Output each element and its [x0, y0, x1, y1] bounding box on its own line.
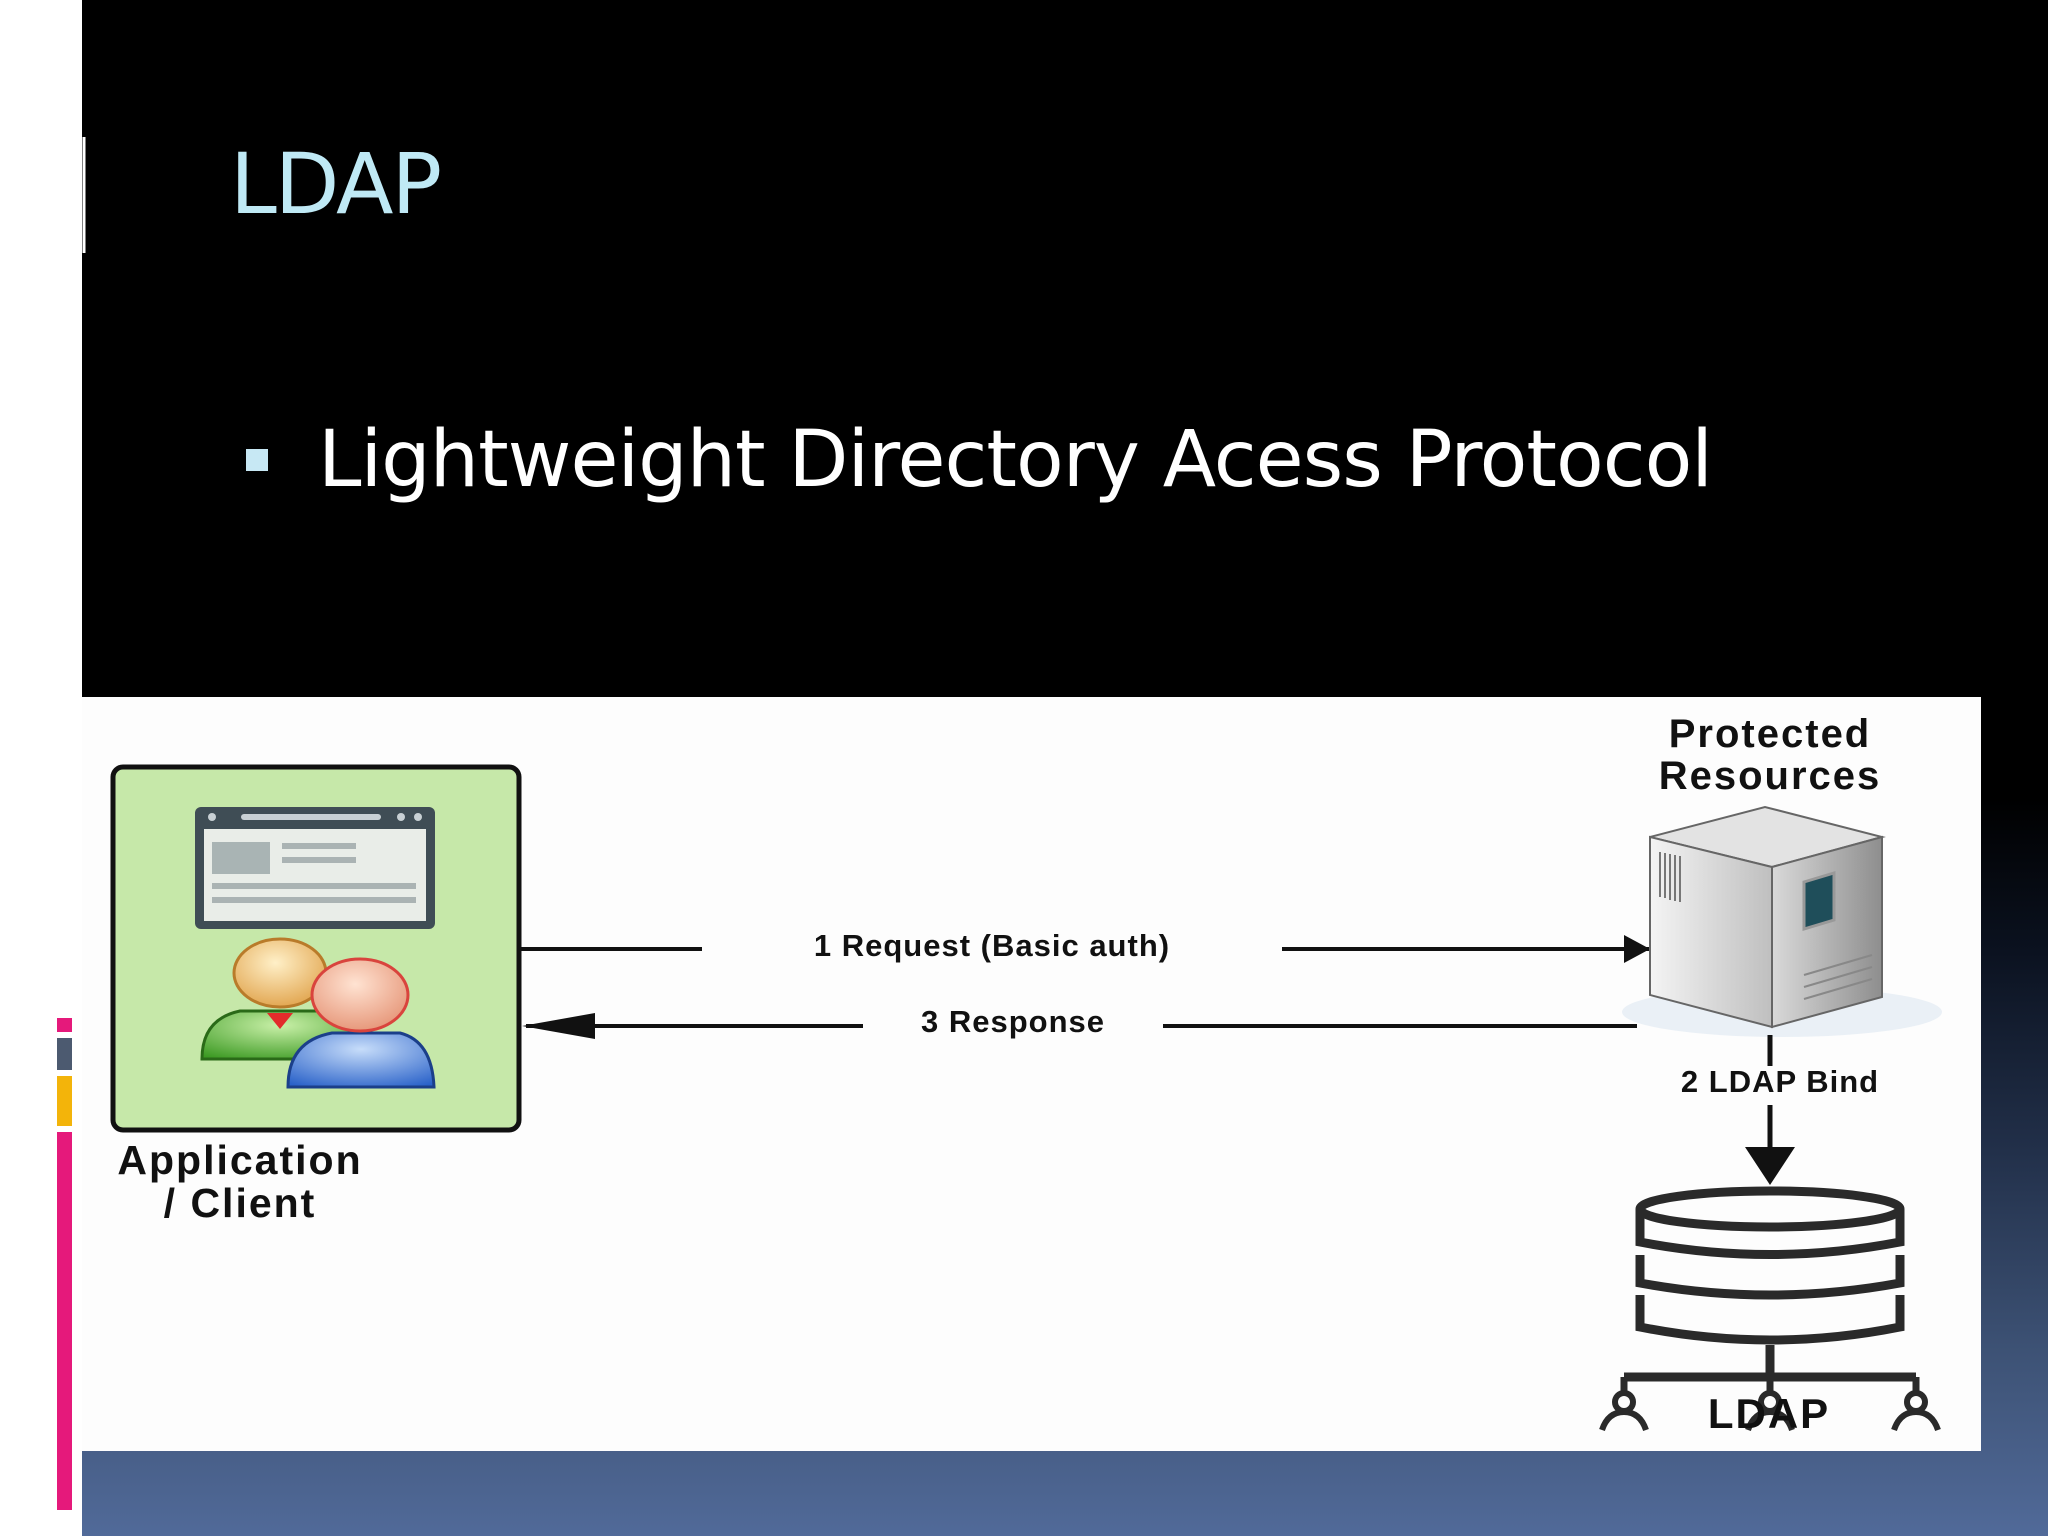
- slide-title: LDAP: [230, 135, 442, 233]
- ldap-bind-label: 2 LDAP Bind: [1615, 1065, 1945, 1099]
- deco-bar-gray: [57, 1038, 72, 1070]
- ldap-bind-arrow: [1745, 1035, 1795, 1185]
- bullet-item: Lightweight Directory Acess Protocol: [246, 415, 1713, 505]
- ldap-label: LDAP: [1707, 1390, 1831, 1437]
- request-label: 1 Request (Basic auth): [702, 929, 1282, 963]
- window-icon: [195, 807, 435, 929]
- bullet-text: Lightweight Directory Acess Protocol: [318, 415, 1713, 505]
- client-label: Application / Client: [117, 1137, 363, 1227]
- left-margin: [0, 0, 82, 1536]
- deco-bar-pink-top: [57, 1018, 72, 1032]
- diagram-graphics: [110, 764, 1942, 1432]
- edge-lines-decoration: [52, 137, 86, 253]
- deco-bar-gold: [57, 1076, 72, 1126]
- database-icon: [1599, 1186, 1941, 1432]
- ldap-diagram: Application / Client Protected Resources…: [82, 697, 1981, 1451]
- deco-bar-pink: [57, 1132, 72, 1510]
- server-icon: [1622, 805, 1942, 1037]
- bullet-marker: [246, 449, 268, 471]
- response-label: 3 Response: [863, 1005, 1163, 1039]
- server-label: Protected Resources: [1658, 712, 1882, 798]
- users-icon: [200, 937, 436, 1089]
